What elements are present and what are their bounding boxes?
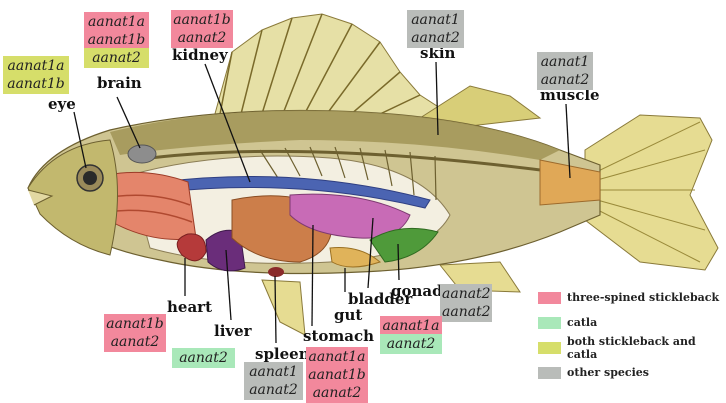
label-brain: brain: [97, 74, 142, 92]
brain-organ: [127, 144, 157, 164]
kidney-organ: [159, 175, 431, 209]
spleen-organ: [268, 267, 284, 277]
label-eye: eye: [48, 95, 76, 113]
tag-brain-both: aanat2: [84, 48, 149, 68]
gut-organ: [329, 247, 382, 268]
tag-gonad-stickleback: aanat1a: [380, 316, 442, 336]
legend-item-stickleback: three-spined stickleback: [538, 289, 724, 306]
label-gonad: gonad: [391, 282, 443, 300]
legend-item-catla: catla: [538, 314, 724, 331]
tail-fin: [584, 114, 719, 271]
pelvic-fin: [261, 279, 306, 336]
muscle-tissue: [539, 159, 601, 206]
legend-label: three-spined stickleback: [567, 291, 720, 304]
pointer-lines: [73, 61, 571, 344]
legend-swatch: [538, 366, 561, 379]
legend-swatch: [538, 291, 561, 304]
label-heart: heart: [167, 298, 212, 316]
spine: [149, 149, 601, 180]
tag-liver: aanat2: [172, 348, 235, 368]
label-skin: skin: [420, 44, 456, 62]
legend-label: other species: [567, 366, 649, 379]
label-muscle: muscle: [540, 86, 600, 104]
heart-organ: [176, 233, 207, 262]
legend-item-other: other species: [538, 364, 724, 381]
label-stomach: stomach: [303, 327, 375, 345]
legend: three-spined stickleback catla both stic…: [538, 289, 724, 389]
legend-swatch: [538, 316, 561, 329]
label-liver: liver: [214, 322, 252, 340]
label-gut: gut: [334, 306, 363, 324]
legend-swatch: [538, 341, 561, 354]
label-bladder: bladder: [348, 290, 413, 308]
tag-gonad-catla: aanat2: [380, 334, 442, 354]
legend-label: catla: [567, 316, 598, 329]
legend-label: both stickleback and catla: [567, 334, 696, 361]
legend-item-both: both stickleback and catla: [538, 335, 724, 361]
label-kidney: kidney: [172, 46, 228, 64]
label-spleen: spleen: [255, 345, 310, 363]
